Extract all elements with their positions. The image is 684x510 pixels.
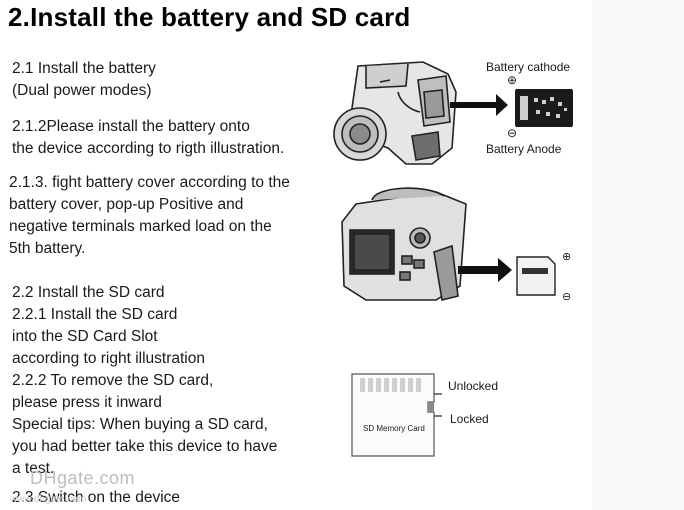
section-battery-cover: 2.1.3. fight battery cover according to … bbox=[9, 172, 290, 260]
text-line: battery cover, pop-up Positive and bbox=[9, 196, 244, 213]
text-line: into the SD Card Slot bbox=[12, 328, 158, 345]
text-line: 2.2.1 Install the SD card bbox=[12, 306, 178, 323]
text-line: 2.1.2Please install the battery onto bbox=[12, 118, 250, 135]
section-install-battery: 2.1 Install the battery (Dual power mode… bbox=[12, 58, 156, 102]
text-line: 2.2 Install the SD card bbox=[12, 284, 165, 301]
sd-card-small-icon bbox=[516, 256, 556, 296]
text-line: 2.2.2 To remove the SD card, bbox=[12, 372, 214, 389]
minus-symbol: ⊖ bbox=[507, 126, 518, 140]
battery-icon bbox=[515, 89, 573, 127]
page-margin bbox=[592, 0, 684, 510]
sd-card-lock-diagram bbox=[351, 373, 442, 457]
text-line: 2.3 Switch on the device bbox=[12, 489, 181, 506]
plus-symbol: ⊕ bbox=[562, 251, 572, 263]
camera-sd-illustration bbox=[341, 187, 512, 301]
locked-label: Locked bbox=[450, 412, 489, 426]
watermark-url: www.dhgate.com bbox=[10, 494, 87, 505]
text-line: negative terminals marked load on the bbox=[9, 218, 272, 235]
watermark: DHgate.com bbox=[30, 468, 136, 488]
camera-battery-illustration bbox=[333, 61, 508, 165]
text-line: according to right illustration bbox=[12, 350, 205, 367]
unlocked-label: Unlocked bbox=[448, 379, 499, 393]
section-switch-on: 2.3 Switch on the device bbox=[12, 487, 180, 509]
text-line: 2.1 Install the battery bbox=[12, 60, 156, 77]
section-battery-instructions: 2.1.2Please install the battery onto the… bbox=[12, 116, 284, 160]
text-line: 5th battery. bbox=[9, 240, 86, 257]
plus-symbol: ⊕ bbox=[507, 73, 518, 87]
text-line: please press it inward bbox=[12, 394, 162, 411]
sd-card-text: SD Memory Card bbox=[363, 424, 425, 433]
text-line: 2.1.3. fight battery cover according to … bbox=[9, 174, 290, 191]
battery-cathode-label: Battery cathode bbox=[486, 60, 571, 74]
text-line: Special tips: When buying a SD card, bbox=[12, 416, 268, 433]
text-line: a test. bbox=[12, 460, 55, 477]
section-install-sd-card: 2.2 Install the SD card 2.2.1 Install th… bbox=[12, 282, 277, 480]
battery-anode-label: Battery Anode bbox=[486, 142, 562, 156]
text-line: the device according to rigth illustrati… bbox=[12, 140, 285, 157]
minus-symbol: ⊖ bbox=[562, 291, 572, 303]
page-title: 2.Install the battery and SD card bbox=[8, 2, 411, 32]
text-line: (Dual power modes) bbox=[12, 82, 152, 99]
text-line: you had better take this device to have bbox=[12, 438, 278, 455]
